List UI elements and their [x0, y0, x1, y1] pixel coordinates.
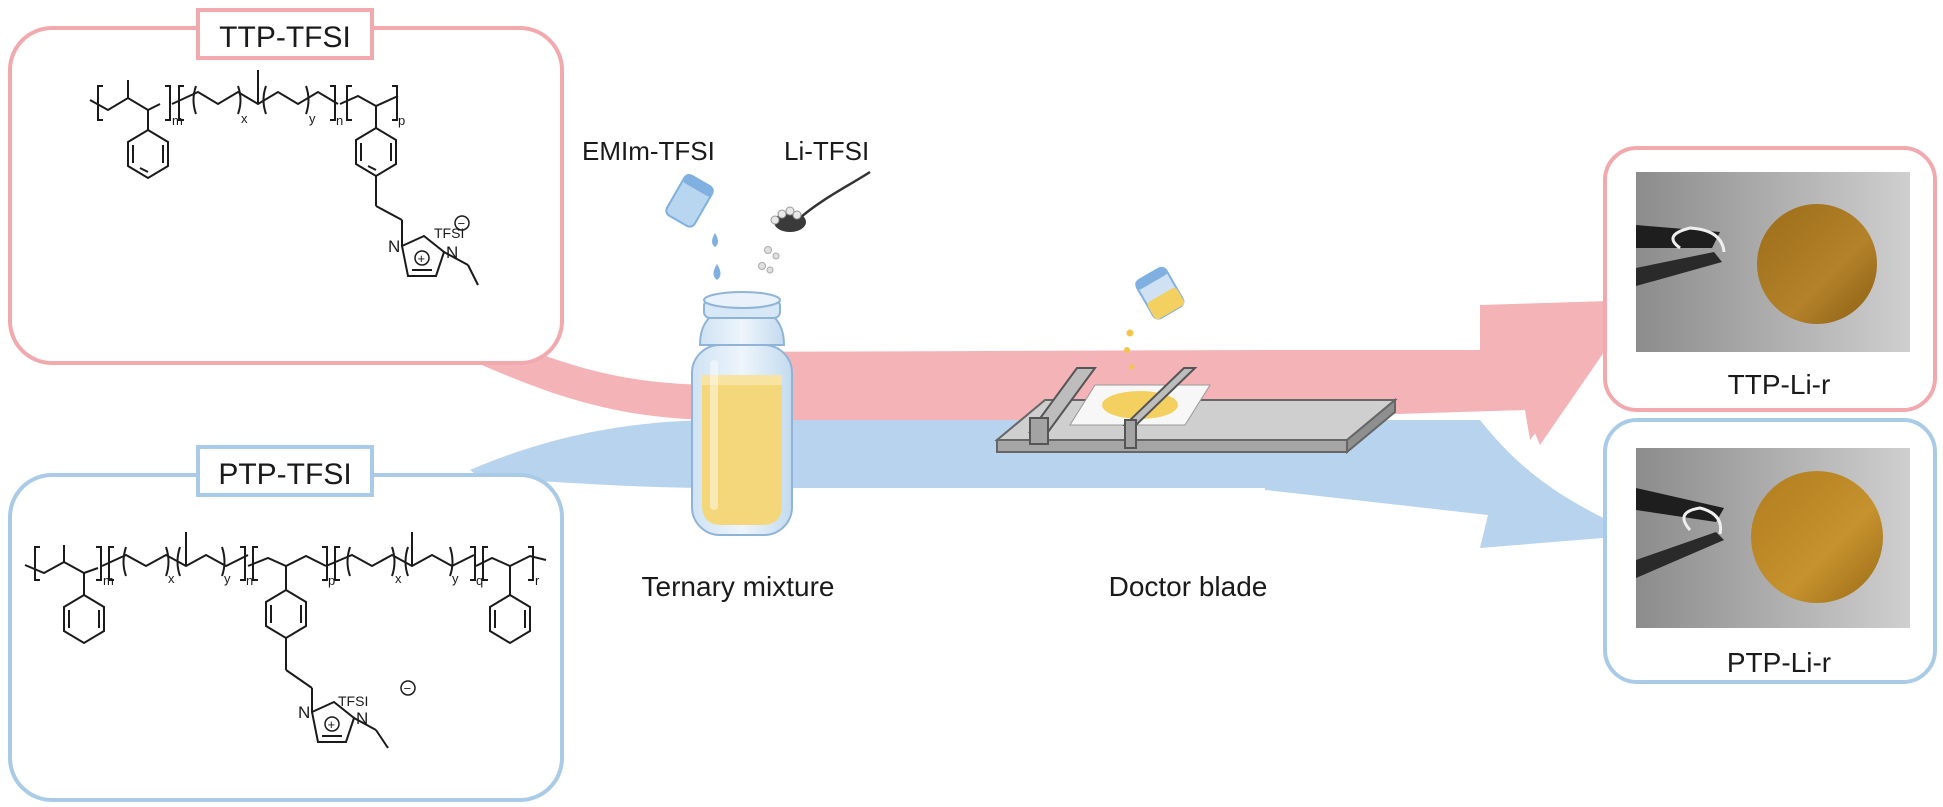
ttp-tfsi-structure-labels: m x y n p N N TFSI − + [172, 111, 470, 266]
ttp-film-disc [1757, 204, 1877, 324]
svg-text:+: + [418, 251, 426, 266]
svg-text:N: N [446, 243, 458, 262]
svg-text:p: p [328, 573, 335, 588]
doctor-blade-label: Doctor blade [1109, 571, 1268, 602]
ptp-film-disc [1751, 471, 1883, 603]
svg-text:m: m [103, 573, 114, 588]
ptp-tfsi-structure [24, 532, 547, 749]
svg-text:x: x [395, 571, 402, 586]
svg-text:r: r [535, 573, 540, 588]
ternary-mixture-jar [691, 291, 793, 536]
svg-text:−: − [404, 681, 412, 696]
svg-text:TFSI: TFSI [338, 693, 368, 709]
svg-text:y: y [309, 111, 316, 126]
svg-text:+: + [328, 717, 336, 732]
ptp-tfsi-structure-labels: m x y n p x y q r N N TFSI − + [103, 571, 540, 732]
ttp-tfsi-title: TTP-TFSI [219, 21, 351, 54]
svg-text:q: q [476, 573, 483, 588]
ptp-tfsi-title: PTP-TFSI [218, 458, 351, 491]
ionic-liquid-vial-icon [665, 174, 721, 280]
doctor-blade-device [994, 367, 1398, 455]
svg-text:N: N [298, 703, 310, 722]
ttp-tfsi-structure [89, 70, 479, 286]
ptp-li-r-label: PTP-Li-r [1727, 647, 1831, 678]
ptp-li-r-panel: PTP-Li-r [1603, 418, 1937, 684]
salt-spoon-icon [758, 170, 871, 274]
svg-text:x: x [168, 571, 175, 586]
svg-text:m: m [172, 113, 183, 128]
li-tfsi-label: Li-TFSI [784, 136, 869, 166]
ttp-li-r-label: TTP-Li-r [1728, 369, 1831, 400]
svg-text:N: N [356, 709, 368, 728]
casting-vial-icon [1124, 266, 1185, 370]
ttp-li-r-panel: TTP-Li-r [1603, 146, 1937, 412]
svg-text:−: − [458, 216, 466, 231]
svg-text:n: n [336, 113, 343, 128]
svg-text:x: x [241, 111, 248, 126]
ttp-tfsi-panel: TTP-TFSI [8, 8, 564, 365]
svg-text:p: p [398, 113, 405, 128]
svg-text:y: y [224, 571, 231, 586]
svg-text:n: n [246, 573, 253, 588]
svg-text:y: y [452, 571, 459, 586]
svg-text:N: N [388, 237, 400, 256]
reagent-labels: EMIm-TFSI Li-TFSI [582, 136, 869, 166]
svg-text:TFSI: TFSI [434, 225, 464, 241]
ternary-mixture-label: Ternary mixture [642, 571, 835, 602]
ptp-tfsi-panel: PTP-TFSI [8, 445, 564, 802]
emim-tfsi-label: EMIm-TFSI [582, 136, 715, 166]
